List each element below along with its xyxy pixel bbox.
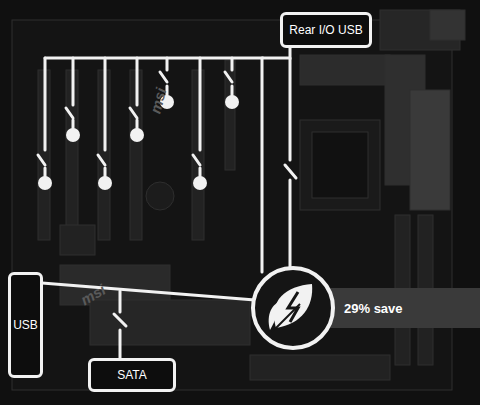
node-text: 29% save [344,301,403,316]
connector-box: SATA [88,358,176,392]
node-text: Rear I/O USB [289,23,362,37]
connector-box: Rear I/O USB [280,12,372,48]
slot-dots [38,95,239,190]
connector-box: USB [8,272,43,378]
board-components [12,10,465,390]
node-text: USB [13,318,38,332]
node-text: SATA [117,368,147,382]
leaf-icon [269,284,312,330]
